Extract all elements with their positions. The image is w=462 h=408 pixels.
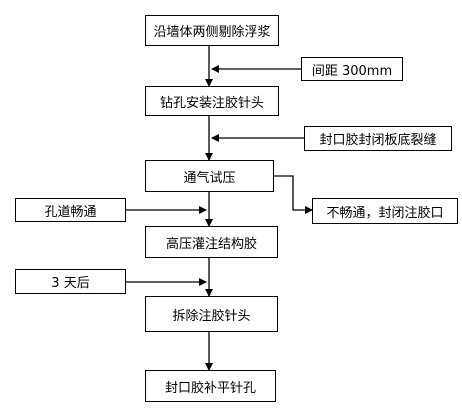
note-seal-crack: 封口胶封闭板底裂缝 [304,126,452,151]
step-remove-nozzles: 拆除注胶针头 [145,296,278,332]
note-after-3-days: 3 天后 [15,269,126,294]
note-spacing: 间距 300mm [301,57,403,81]
note-channel-clear: 孔道畅通 [15,198,126,222]
step-high-pressure-grouting: 高压灌注结构胶 [145,226,278,258]
step-drill-install-nozzles: 钻孔安装注胶针头 [145,86,279,116]
step-seal-holes: 封口胶补平针孔 [145,370,276,402]
arrow-not-clear-branch [274,175,313,214]
note-not-clear: 不畅通，封闭注胶口 [312,198,458,224]
step-ventilation-pressure-test: 通气试压 [145,160,274,192]
step-remove-laitance: 沿墙体两侧剔除浮浆 [145,15,279,46]
